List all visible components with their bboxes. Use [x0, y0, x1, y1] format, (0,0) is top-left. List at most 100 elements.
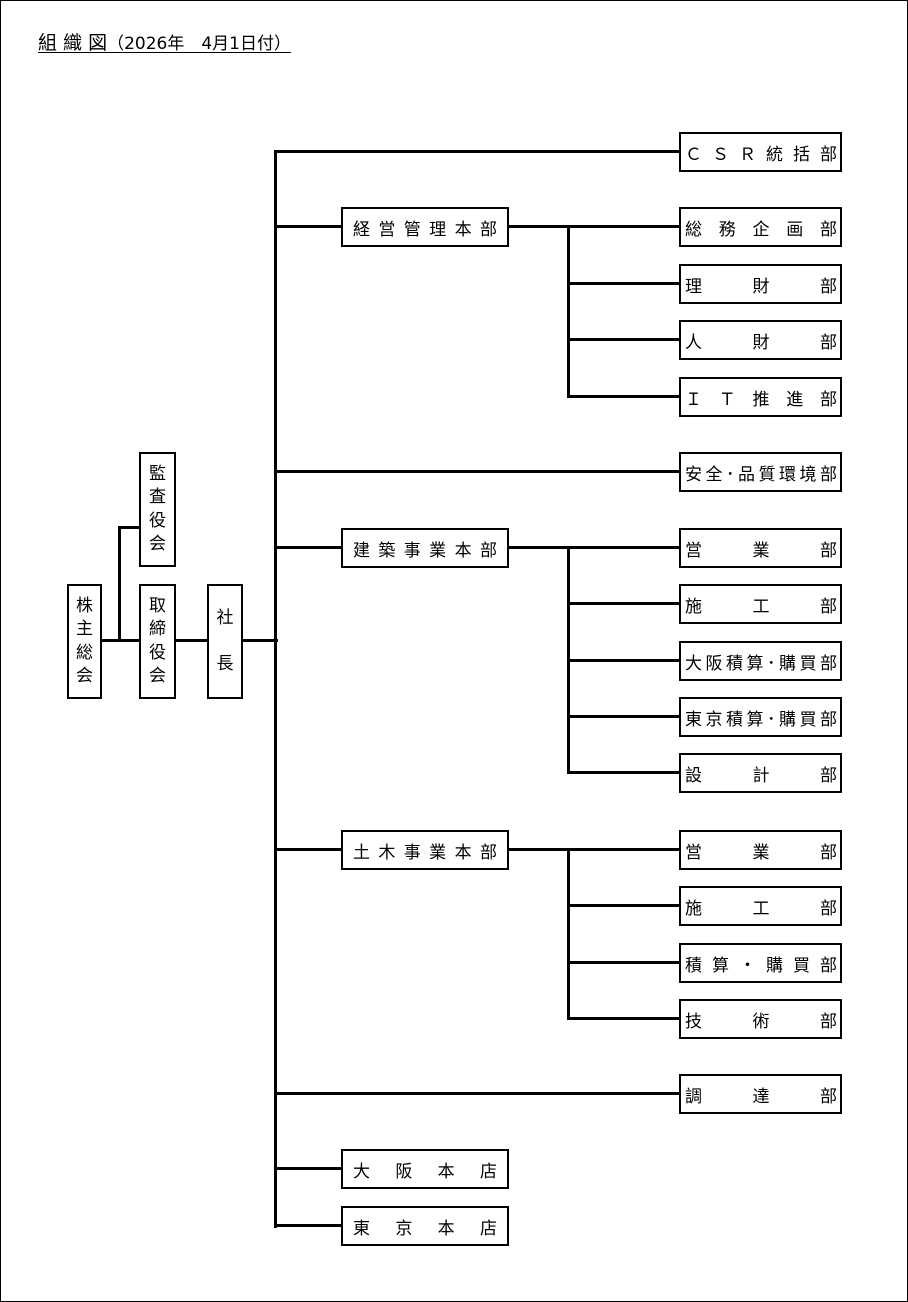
- label-char: 部: [820, 1086, 837, 1107]
- label-char: 大: [353, 1161, 370, 1182]
- connector-president-trunk: [241, 639, 278, 642]
- connector-rizai: [567, 282, 682, 285]
- label-char: 部: [820, 1011, 837, 1032]
- mgmt-branch-line: [567, 225, 570, 398]
- label-char: 営: [378, 219, 396, 240]
- label-char: 境: [799, 464, 817, 485]
- label-char: 達: [752, 1086, 770, 1107]
- connector-civil-seko: [567, 904, 682, 907]
- label-char: 店: [479, 1161, 497, 1182]
- label-char: 工: [752, 596, 770, 617]
- node-tokyo-estimating-dept: 東京積算･購買部: [679, 697, 842, 737]
- node-tokyo-head-office: 東京本店: [341, 1206, 509, 1246]
- label-char: 画: [786, 219, 804, 240]
- label-char: ･: [767, 653, 776, 674]
- label-char: 主: [76, 619, 93, 640]
- label-char: 店: [479, 1218, 497, 1239]
- label-char: 本: [454, 219, 472, 240]
- label-char: 理: [429, 219, 447, 240]
- label-char: 財: [752, 276, 770, 297]
- label-char: 大: [685, 653, 702, 674]
- node-civil-division: 土木事業本部: [341, 830, 509, 870]
- label-char: ・: [739, 955, 756, 976]
- label-char: 品: [738, 464, 755, 485]
- label-char: 工: [752, 898, 770, 919]
- label-char: Ｃ: [685, 144, 702, 165]
- connector-arch: [274, 546, 344, 549]
- label-char: 締: [149, 619, 166, 640]
- label-char: Ｉ: [685, 389, 702, 410]
- node-rizai-dept: 理財部: [679, 264, 842, 304]
- connector-arch-out: [506, 546, 682, 549]
- connector-auditor-vertical: [118, 526, 121, 642]
- label-char: 業: [429, 842, 447, 863]
- connector-arch-seko: [567, 602, 682, 605]
- node-safety-quality-dept: 安全･品質環境部: [679, 452, 842, 492]
- label-char: 部: [479, 219, 497, 240]
- connector-arch-sekkei: [567, 771, 682, 774]
- node-civil-construction-dept: 施工部: [679, 886, 842, 926]
- node-somu-kikaku-dept: 総務企画部: [679, 207, 842, 247]
- main-trunk-line: [274, 150, 277, 1228]
- label-char: 査: [149, 487, 166, 508]
- label-char: 部: [820, 842, 837, 863]
- connector-jinzai: [567, 338, 682, 341]
- connector-csr: [274, 150, 682, 153]
- label-char: 人: [685, 332, 702, 353]
- label-char: 購: [779, 709, 796, 730]
- label-char: 管: [403, 219, 421, 240]
- connector-board-president: [174, 639, 209, 642]
- label-char: 部: [820, 389, 837, 410]
- label-char: 本: [454, 842, 472, 863]
- connector-tokyo: [274, 1224, 344, 1227]
- label-char: 京: [705, 709, 723, 730]
- label-char: 設: [685, 765, 702, 786]
- label-char: 買: [793, 955, 810, 976]
- label-char: 括: [793, 144, 810, 165]
- label-char: ･: [767, 709, 776, 730]
- label-char: 東: [353, 1218, 370, 1239]
- node-management-division: 経営管理本部: [341, 207, 509, 247]
- label-char: 総: [76, 642, 93, 663]
- label-char: 部: [820, 709, 837, 730]
- connector-chotatsu: [274, 1092, 682, 1095]
- label-char: 部: [820, 540, 837, 561]
- node-jinzai-dept: 人財部: [679, 320, 842, 360]
- label-char: Ｒ: [739, 144, 756, 165]
- label-char: 業: [429, 540, 447, 561]
- label-char: 積: [726, 709, 743, 730]
- label-char: 部: [820, 332, 837, 353]
- connector-mgmt: [274, 225, 344, 228]
- label-char: 環: [779, 464, 796, 485]
- connector-civil-out: [506, 848, 682, 851]
- node-civil-sales-dept: 営業部: [679, 830, 842, 870]
- label-char: 本: [437, 1218, 455, 1239]
- label-char: 築: [378, 540, 396, 561]
- label-char: 役: [149, 510, 166, 531]
- node-arch-sales-dept: 営業部: [679, 528, 842, 568]
- label-char: 事: [403, 842, 421, 863]
- label-char: 部: [479, 540, 497, 561]
- label-char: 営: [685, 540, 702, 561]
- label-char: 社: [216, 608, 234, 629]
- label-char: Ｔ: [718, 389, 736, 410]
- node-civil-estimating-dept: 積算・購買部: [679, 943, 842, 983]
- label-char: 務: [718, 219, 736, 240]
- label-char: 理: [685, 276, 702, 297]
- label-char: 質: [758, 464, 776, 485]
- label-char: 部: [479, 842, 497, 863]
- label-char: 本: [454, 540, 472, 561]
- title-date: （2026年 4月1日付）: [107, 34, 291, 54]
- node-osaka-head-office: 大阪本店: [341, 1149, 509, 1189]
- label-char: 監: [149, 464, 166, 485]
- label-char: 会: [76, 665, 93, 686]
- label-char: 算: [746, 653, 764, 674]
- label-char: 京: [395, 1218, 413, 1239]
- label-char: 統: [766, 144, 783, 165]
- label-char: 部: [820, 596, 837, 617]
- label-char: 土: [353, 842, 370, 863]
- label-char: 部: [820, 464, 837, 485]
- connector-civil: [274, 848, 344, 851]
